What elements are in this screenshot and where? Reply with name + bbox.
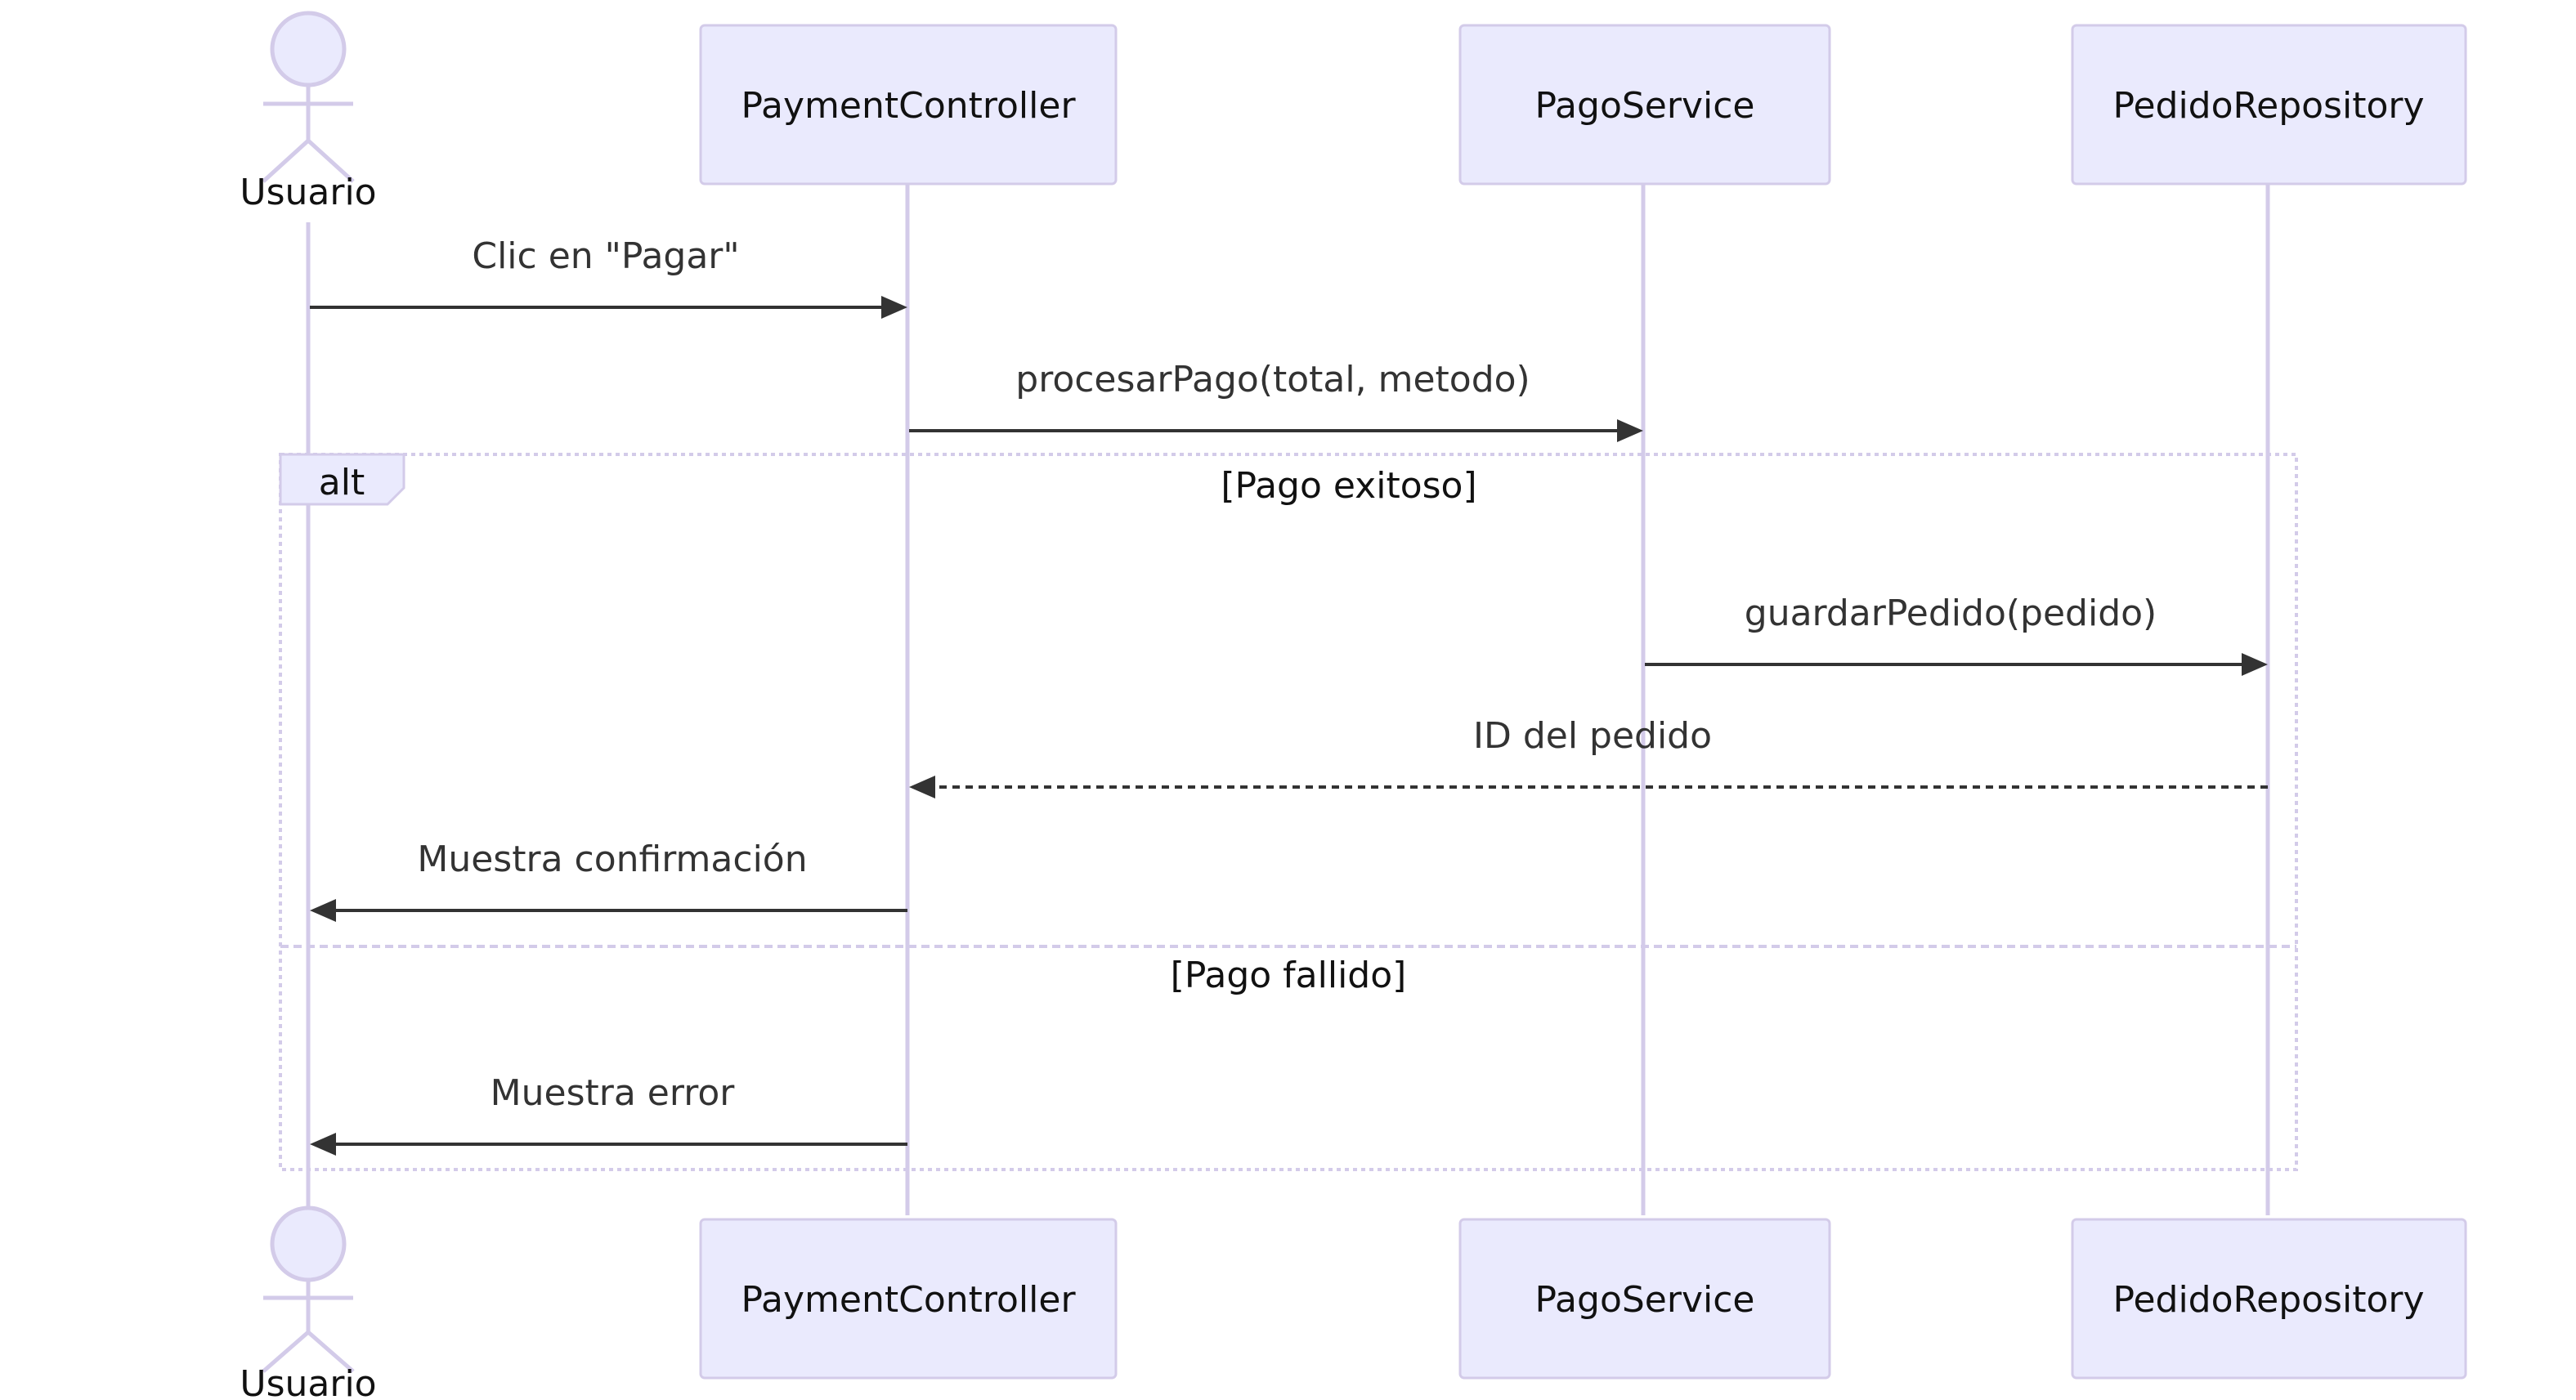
message-muestra-error-label: Muestra error: [491, 1072, 736, 1114]
participant-payment-controller-label-bottom: PaymentController: [741, 1279, 1076, 1321]
arrow-right-icon: [2242, 653, 2268, 676]
message-muestra-error: Muestra error: [310, 1072, 907, 1156]
alt-frame-tab: [279, 453, 405, 506]
message-muestra-confirmacion: Muestra confirmación: [310, 839, 907, 922]
actor-usuario-label-top: Usuario: [240, 172, 376, 213]
participant-payment-controller-label-top: PaymentController: [741, 85, 1076, 127]
arrow-left-icon: [310, 1133, 336, 1156]
participant-pedido-repository-label-bottom: PedidoRepository: [2112, 1279, 2424, 1321]
actor-usuario-label-bottom: Usuario: [240, 1363, 376, 1400]
message-clic-pagar-label: Clic en "Pagar": [472, 235, 739, 277]
guard-pago-exitoso: [Pago exitoso]: [1221, 465, 1476, 507]
participant-pedido-repository-label-top: PedidoRepository: [2112, 85, 2424, 127]
arrow-right-icon: [1617, 419, 1643, 442]
actor-usuario-bottom: Usuario: [240, 1205, 377, 1400]
message-guardar-pedido-label: guardarPedido(pedido): [1745, 593, 2157, 634]
participant-pedido-repository-top: PedidoRepository: [2071, 24, 2467, 186]
actor-usuario-top: Usuario: [240, 11, 377, 213]
participant-pago-service-label-top: PagoService: [1535, 85, 1755, 127]
arrow-left-icon: [909, 776, 935, 798]
actor-head-icon: [270, 1205, 347, 1282]
arrow-right-icon: [881, 296, 907, 319]
guard-pago-fallido: [Pago fallido]: [1171, 955, 1407, 996]
message-muestra-confirmacion-label: Muestra confirmación: [417, 839, 807, 880]
alt-keyword: alt: [319, 462, 365, 503]
message-id-pedido: ID del pedido: [909, 715, 2268, 798]
participant-pago-service-top: PagoService: [1458, 24, 1831, 186]
message-clic-pagar: Clic en "Pagar": [310, 235, 907, 319]
participant-payment-controller-top: PaymentController: [699, 24, 1118, 186]
alt-frame-border: [279, 453, 2298, 1171]
actor-head-icon: [270, 11, 347, 87]
participant-pedido-repository-bottom: PedidoRepository: [2071, 1218, 2467, 1380]
alt-frame: alt [Pago exitoso] [Pago fallido]: [279, 453, 2298, 1171]
participant-pago-service-label-bottom: PagoService: [1535, 1279, 1755, 1321]
message-guardar-pedido: guardarPedido(pedido): [1645, 593, 2268, 676]
message-id-pedido-label: ID del pedido: [1473, 715, 1712, 757]
arrow-left-icon: [310, 899, 336, 922]
message-procesar-pago: procesarPago(total, metodo): [909, 359, 1643, 442]
participant-pago-service-bottom: PagoService: [1458, 1218, 1831, 1380]
message-procesar-pago-label: procesarPago(total, metodo): [1015, 359, 1530, 400]
participant-payment-controller-bottom: PaymentController: [699, 1218, 1118, 1380]
